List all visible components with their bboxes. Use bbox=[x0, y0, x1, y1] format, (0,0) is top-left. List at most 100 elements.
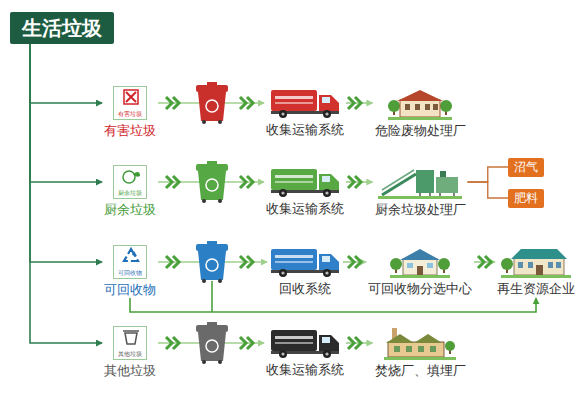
chevron-arrow bbox=[166, 97, 172, 109]
node-caption: 厨余垃圾处理厂 bbox=[375, 202, 466, 218]
tree-crown bbox=[440, 100, 452, 112]
chevron-arrow bbox=[240, 256, 246, 268]
bin-emblem bbox=[206, 340, 218, 352]
icon-caption: 有害垃圾 bbox=[114, 111, 146, 118]
house-wall bbox=[403, 259, 437, 275]
other-symbol bbox=[125, 333, 137, 344]
bin-handle bbox=[207, 241, 217, 244]
tree-crown bbox=[445, 341, 455, 351]
chevron-arrow bbox=[247, 256, 253, 268]
facility-node: 厨余垃圾处理厂 bbox=[373, 165, 468, 218]
house2-picture bbox=[501, 246, 571, 278]
trash-bin bbox=[196, 322, 228, 364]
truck-stripe bbox=[275, 255, 313, 258]
bin-lid bbox=[196, 164, 228, 171]
truck-wheel bbox=[323, 269, 331, 277]
bin-lid bbox=[196, 85, 228, 92]
truck-wheel bbox=[279, 110, 287, 118]
tree-crown bbox=[501, 258, 513, 270]
trash-bin bbox=[196, 161, 228, 203]
machine-picture bbox=[378, 165, 462, 199]
node-caption: 危险废物处理厂 bbox=[375, 123, 466, 139]
house-roof bbox=[400, 249, 440, 260]
truck-stripe bbox=[275, 102, 313, 104]
icon-square: 厨余垃圾 bbox=[113, 165, 147, 199]
chevron-arrow bbox=[355, 176, 361, 188]
chevron-arrow bbox=[166, 176, 172, 188]
house-window bbox=[427, 263, 433, 268]
truck-stripe bbox=[275, 175, 313, 178]
chevron-arrow bbox=[348, 256, 354, 268]
tree-connector bbox=[30, 44, 102, 103]
building-window bbox=[556, 262, 561, 268]
plant-window bbox=[418, 346, 424, 352]
chevron-arrow bbox=[355, 337, 361, 349]
bracket-connector bbox=[468, 182, 509, 198]
icon-caption: 可回收物 bbox=[114, 270, 146, 277]
category-name: 可回收物 bbox=[104, 282, 156, 298]
truck-picture bbox=[269, 87, 341, 119]
chevron-arrow bbox=[247, 97, 253, 109]
node-caption: 回收系统 bbox=[269, 281, 341, 297]
facility-node: 可回收物分选中心 bbox=[366, 246, 474, 297]
building-roof bbox=[397, 90, 443, 101]
wheel-hub bbox=[281, 112, 284, 115]
node-caption: 可回收物分选中心 bbox=[368, 281, 472, 297]
chevron-arrow bbox=[348, 97, 354, 109]
building-window bbox=[433, 104, 438, 110]
truck-node: 收集运输系统 bbox=[264, 166, 346, 217]
chevron-arrow bbox=[240, 337, 246, 349]
category-icon: 有害垃圾有害垃圾 bbox=[102, 86, 158, 139]
truck-stripe bbox=[275, 96, 313, 99]
machine-top bbox=[440, 171, 446, 177]
truck-node: 回收系统 bbox=[267, 246, 343, 297]
icon-square: 其他垃圾 bbox=[113, 326, 147, 360]
hazard-cross bbox=[126, 92, 136, 102]
chevron-arrow bbox=[348, 176, 354, 188]
bin-emblem bbox=[206, 100, 218, 112]
wheel-hub bbox=[325, 271, 328, 274]
plant-window bbox=[406, 346, 412, 352]
truck-window bbox=[322, 337, 330, 343]
building-window bbox=[548, 262, 553, 268]
tree-crown bbox=[390, 258, 402, 270]
truck-wheel bbox=[279, 350, 287, 358]
truck-wheel bbox=[279, 269, 287, 277]
bin-wheel bbox=[202, 279, 206, 283]
house-door bbox=[417, 266, 423, 275]
bin-wheel bbox=[218, 199, 222, 203]
chevron-arrow bbox=[348, 337, 354, 349]
other-lid bbox=[123, 330, 139, 332]
tree-connector bbox=[30, 44, 102, 343]
chevron-arrow bbox=[240, 176, 246, 188]
recycle-head bbox=[132, 251, 137, 256]
title-box: 生活垃圾 bbox=[10, 12, 114, 44]
facility-node: 再生资源企业 bbox=[495, 246, 577, 297]
truck-stripe bbox=[275, 342, 313, 344]
machine-block bbox=[436, 177, 458, 193]
truck-picture bbox=[269, 246, 341, 278]
plant-picture bbox=[384, 326, 456, 360]
truck-picture bbox=[269, 327, 341, 359]
facility-node: 焚烧厂、填埋厂 bbox=[373, 326, 468, 379]
category-icon: 厨余垃圾厨余垃圾 bbox=[102, 165, 158, 218]
truck-cab bbox=[319, 254, 339, 271]
truck-cargo bbox=[271, 330, 317, 351]
bracket-connector bbox=[468, 167, 509, 182]
house-picture bbox=[390, 246, 450, 278]
chevron-arrow bbox=[166, 337, 172, 349]
node-caption: 再生资源企业 bbox=[497, 281, 575, 297]
bin-wheel bbox=[202, 120, 206, 124]
wheel-hub bbox=[281, 191, 284, 194]
category-name: 有害垃圾 bbox=[104, 123, 156, 139]
truck-node: 收集运输系统 bbox=[264, 327, 346, 378]
bin-handle bbox=[207, 161, 217, 164]
truck-picture bbox=[269, 166, 341, 198]
ground bbox=[388, 117, 452, 120]
chevron-arrow bbox=[478, 256, 484, 268]
tree-crown bbox=[438, 258, 450, 270]
category-icon: 可回收物可回收物 bbox=[102, 245, 158, 298]
building-window bbox=[405, 104, 410, 110]
icon-caption: 其他垃圾 bbox=[114, 351, 146, 358]
bin-body bbox=[198, 171, 226, 200]
